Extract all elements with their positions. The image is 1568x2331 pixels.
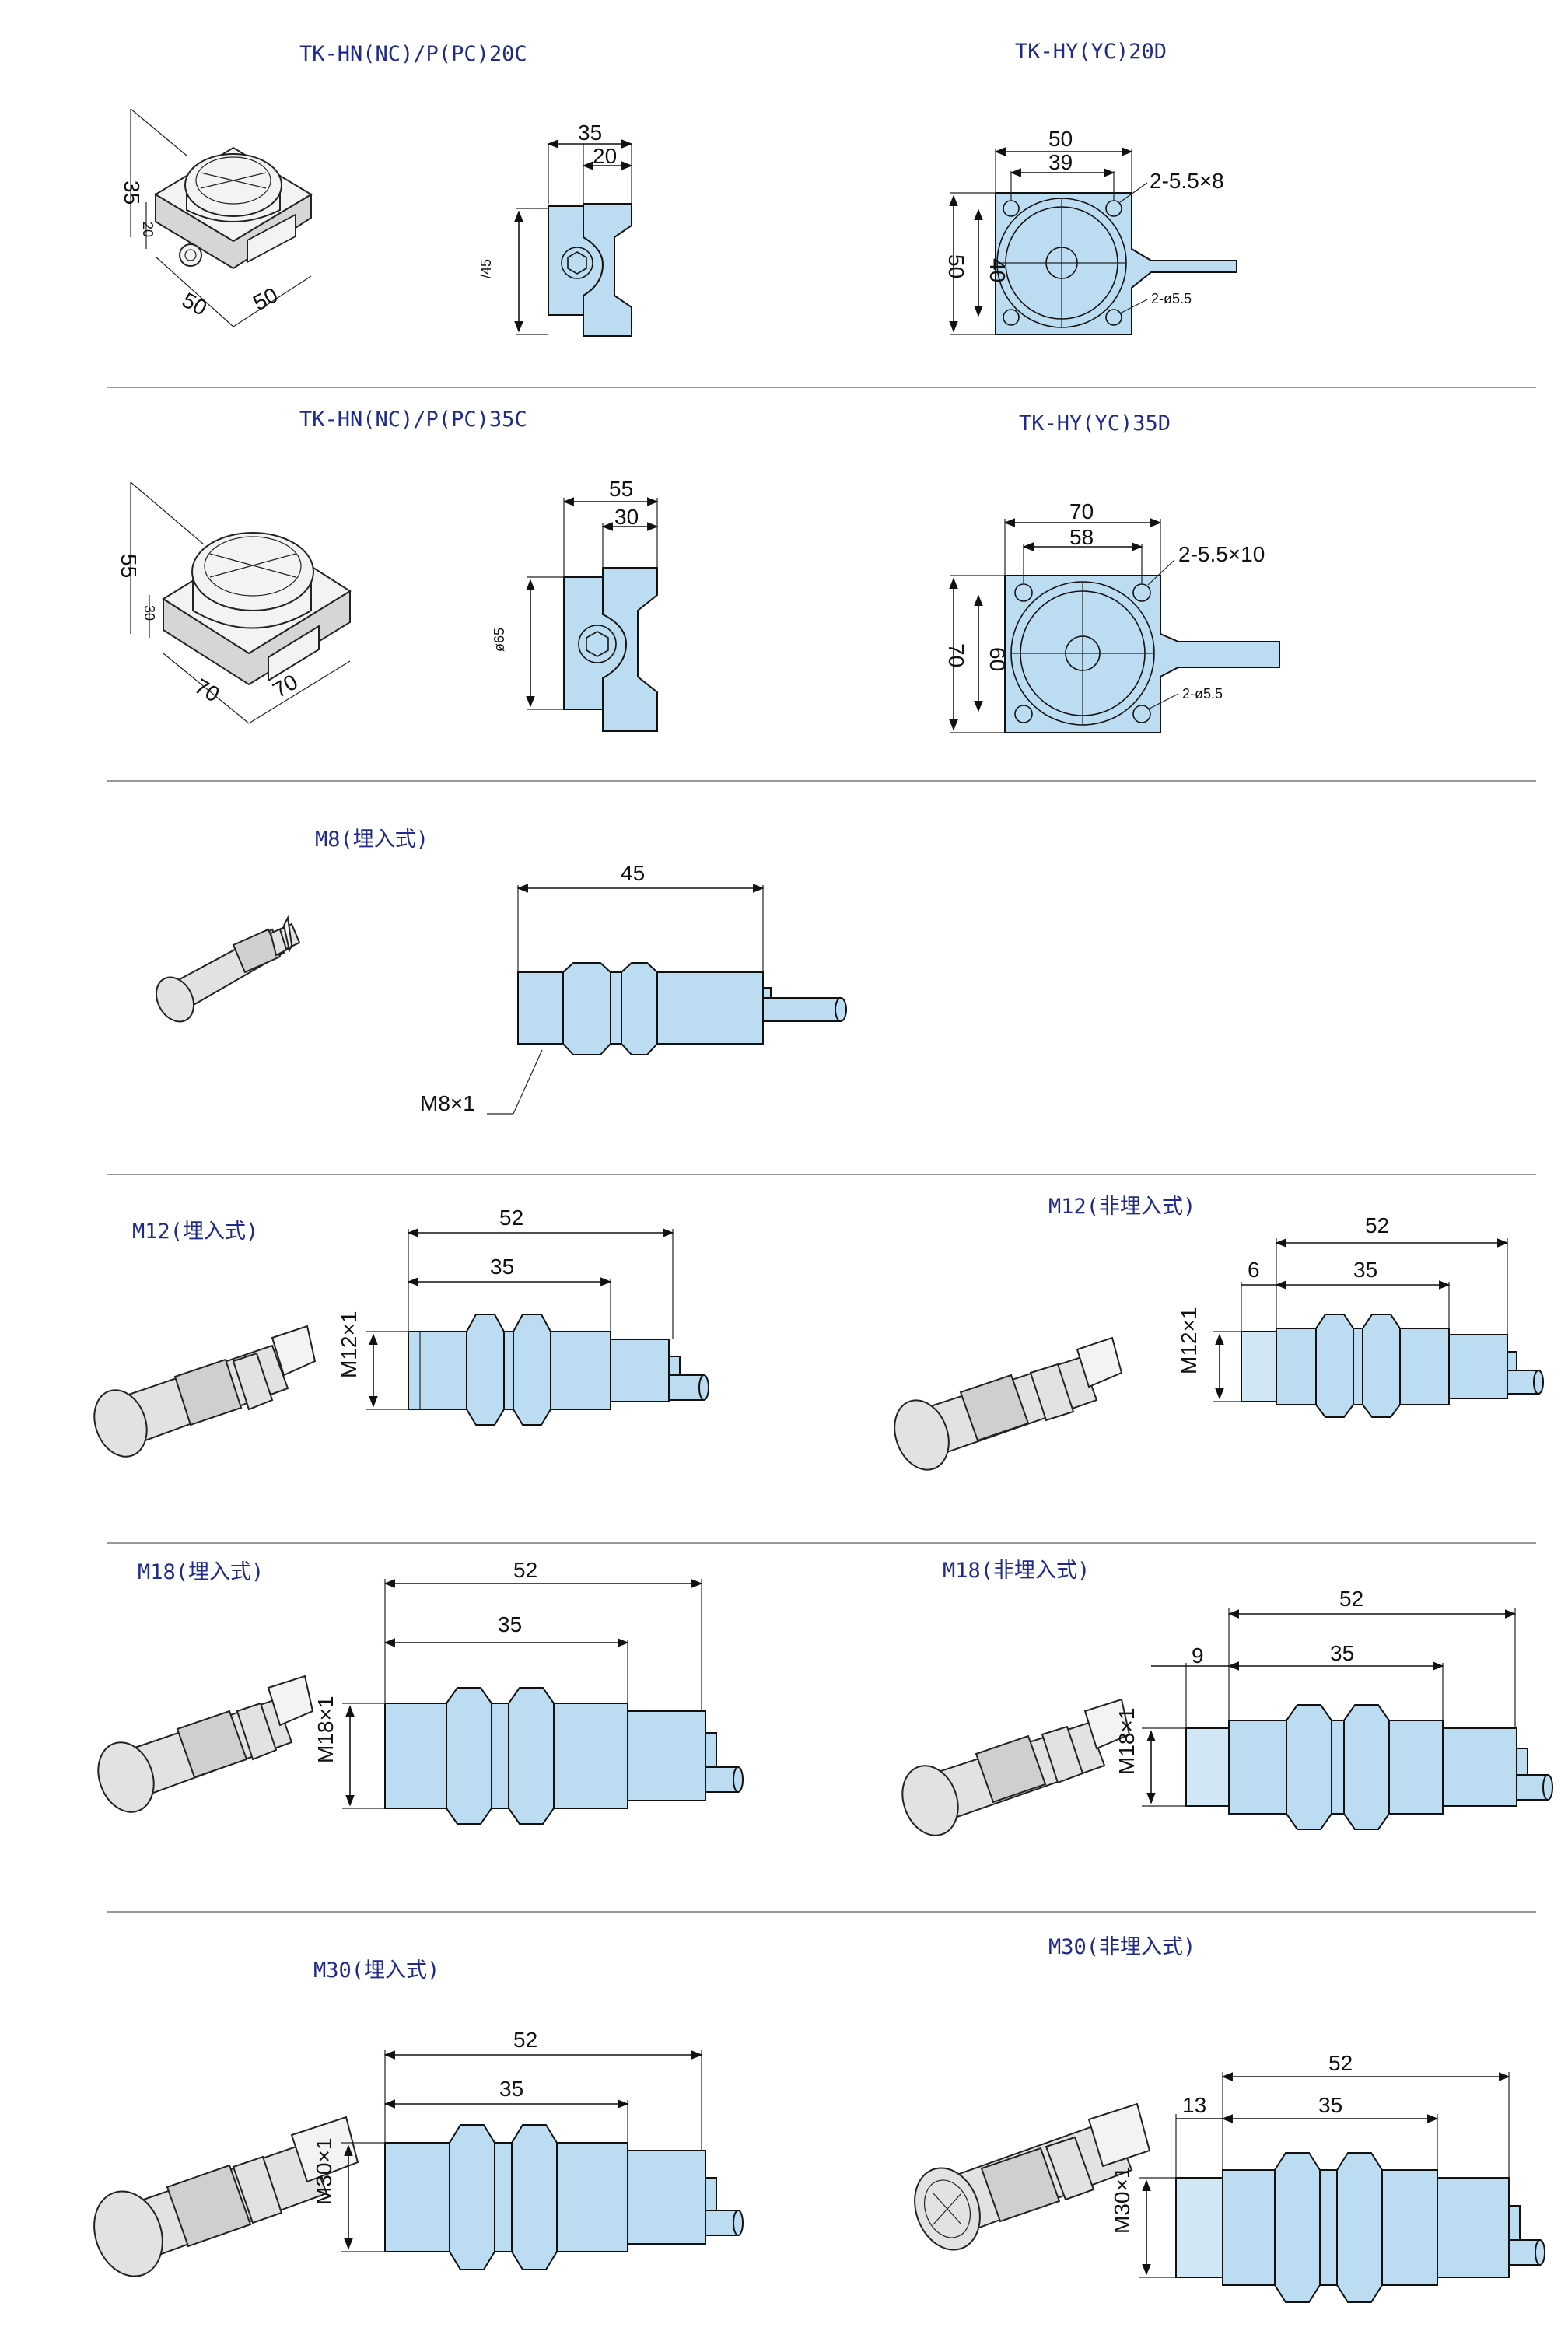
section-m12-embedded: M12(埋入式) 52 35 M12×1 <box>93 1206 709 1458</box>
dim-body: 35 <box>499 2077 523 2101</box>
section-tkhy-20d: TK-HY(YC)20D 50 39 50 40 <box>944 40 1237 335</box>
dim-w: 70 <box>1069 499 1094 523</box>
dim-length: 45 <box>621 861 645 885</box>
dim-hole-dia: 2-ø5.5 <box>1151 291 1192 306</box>
dim-length: 52 <box>513 2028 537 2052</box>
section-title: M30(非埋入式) <box>1048 1935 1195 1959</box>
dim-thread: M30×1 <box>1110 2167 1134 2234</box>
dim-base1: 50 <box>178 288 211 320</box>
section-title: M18(非埋入式) <box>943 1559 1090 1583</box>
dim-length: 52 <box>1365 1213 1389 1237</box>
dim-total: 35 <box>578 121 602 145</box>
iso-view <box>130 481 352 724</box>
side-view <box>366 1228 709 1426</box>
dim-height: 35 <box>120 180 144 205</box>
dim-hi: 60 <box>985 647 1010 671</box>
section-title: M12(埋入式) <box>132 1220 258 1244</box>
dim-side: /45 <box>478 259 494 278</box>
section-title: TK-HY(YC)35D <box>1019 411 1171 436</box>
dim-hi: 40 <box>985 258 1010 282</box>
dim-body: 35 <box>1318 2093 1342 2117</box>
front-view <box>949 147 1237 335</box>
side-view <box>1139 2072 1545 2303</box>
side-view <box>526 497 659 732</box>
dim-thread: M8×1 <box>420 1091 475 1115</box>
dim-length: 52 <box>1328 2051 1353 2075</box>
dim-total: 55 <box>609 477 633 501</box>
dim-small: 30 <box>142 605 157 621</box>
dim-holes: 2-5.5×10 <box>1178 542 1265 566</box>
dim-wi: 39 <box>1048 150 1073 174</box>
dim-small: 20 <box>140 222 156 237</box>
side-view <box>1213 1238 1544 1418</box>
iso-view <box>156 915 301 1023</box>
dim-base1: 70 <box>191 674 223 706</box>
dim-wi: 58 <box>1069 525 1094 549</box>
dim-length: 52 <box>513 1558 537 1582</box>
dim-w: 50 <box>1048 127 1073 151</box>
dim-thread: M18×1 <box>1115 1708 1139 1775</box>
dim-body: 35 <box>1353 1258 1377 1282</box>
section-m30-embedded: M30(埋入式) 52 35 M30×1 <box>93 1958 744 2277</box>
dim-body: 35 <box>490 1255 514 1279</box>
dim-h: 70 <box>944 643 968 667</box>
dim-inner: 30 <box>614 505 639 529</box>
dim-h: 50 <box>944 254 968 278</box>
dim-thread: M12×1 <box>1177 1307 1201 1374</box>
side-view <box>514 139 633 337</box>
front-view <box>949 518 1280 733</box>
side-view <box>342 1579 744 1825</box>
iso-view <box>93 2116 359 2277</box>
dim-offset: 9 <box>1192 1643 1204 1668</box>
dim-height: 55 <box>117 554 141 578</box>
dim-length: 52 <box>1339 1587 1363 1611</box>
dim-holes: 2-5.5×8 <box>1150 169 1224 193</box>
iso-view <box>894 1336 1123 1471</box>
dim-offset: 13 <box>1182 2093 1206 2117</box>
side-view <box>341 2050 744 2270</box>
section-tkhy-35d: TK-HY(YC)35D 70 58 70 60 2-5.5 <box>944 411 1280 733</box>
dim-thread: M12×1 <box>337 1311 361 1378</box>
section-m18-nonembedded: M18(非埋入式) 52 <box>901 1559 1553 1836</box>
side-view <box>1142 1608 1553 1830</box>
section-title: TK-HN(NC)/P(PC)35C <box>299 408 527 432</box>
dim-body: 35 <box>1330 1641 1354 1665</box>
iso-view <box>914 2102 1151 2251</box>
dim-side: ø65 <box>492 628 507 652</box>
section-m12-nonembedded: M12(非埋入式) 52 <box>894 1195 1544 1471</box>
section-m18-embedded: M18(埋入式) 52 35 M18×1 <box>97 1558 744 1825</box>
side-view <box>487 884 847 1115</box>
dim-offset: 6 <box>1248 1258 1260 1282</box>
dim-thread: M30×1 <box>312 2138 336 2205</box>
section-m8: M8(埋入式) 45 M8×1 <box>156 828 847 1115</box>
iso-view <box>130 108 313 327</box>
iso-view <box>97 1675 314 1813</box>
section-title: TK-HY(YC)20D <box>1015 40 1167 64</box>
dim-inner: 20 <box>593 144 617 168</box>
dim-body: 35 <box>498 1612 522 1636</box>
dim-hole-dia: 2-ø5.5 <box>1182 686 1223 702</box>
dim-base2: 50 <box>249 282 282 315</box>
section-title: TK-HN(NC)/P(PC)20C <box>299 42 527 66</box>
section-title: M30(埋入式) <box>313 1958 439 1983</box>
section-m30-nonembedded: M30(非埋入式) <box>914 1935 1545 2303</box>
iso-view <box>93 1325 317 1458</box>
dim-thread: M18×1 <box>313 1696 338 1763</box>
dim-length: 52 <box>499 1206 523 1230</box>
section-tkhn-35c: TK-HN(NC)/P(PC)35C 55 30 70 70 <box>117 408 659 732</box>
section-tkhn-20c: TK-HN(NC)/P(PC)20C 35 20 50 50 <box>120 42 633 337</box>
section-title: M8(埋入式) <box>315 828 429 852</box>
section-title: M12(非埋入式) <box>1048 1195 1195 1219</box>
iso-view <box>901 1698 1131 1836</box>
section-title: M18(埋入式) <box>138 1560 264 1584</box>
